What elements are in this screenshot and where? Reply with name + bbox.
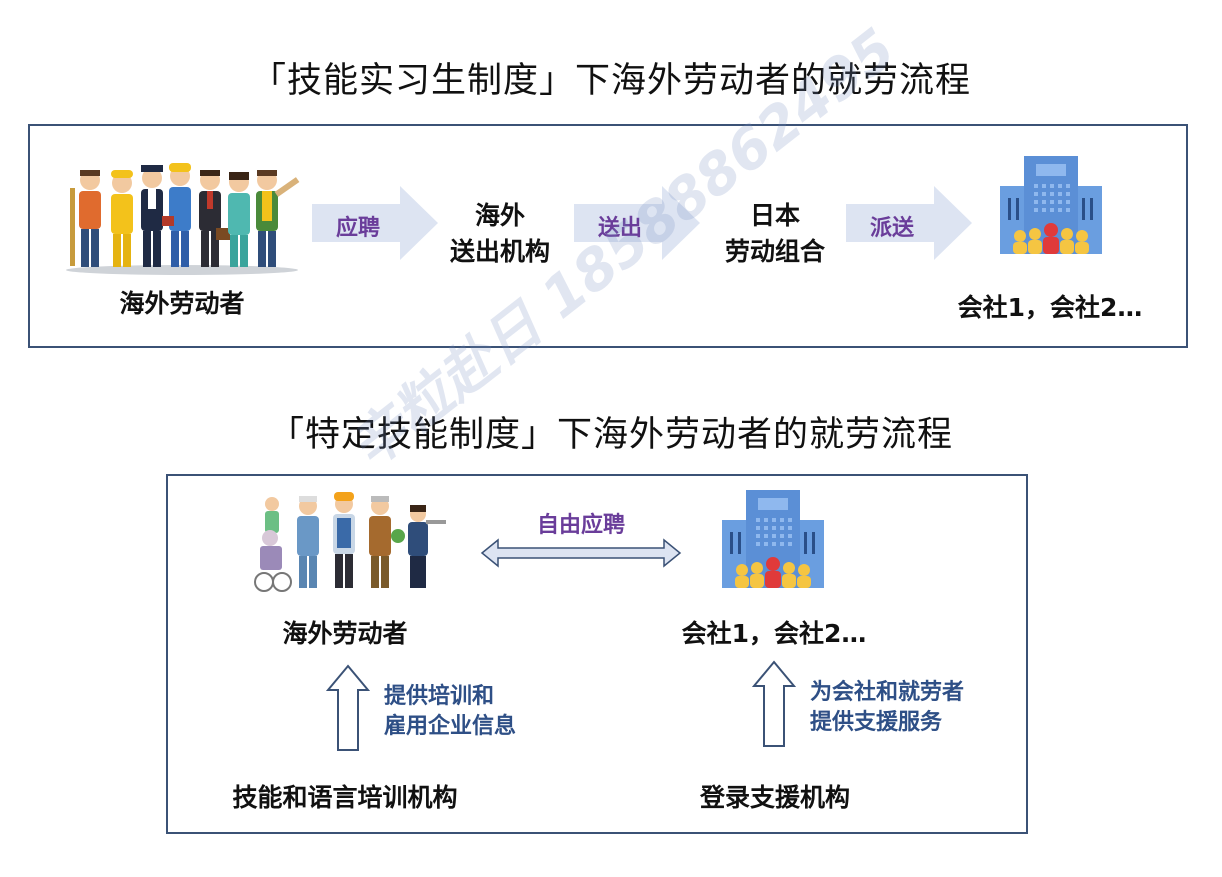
overseas-sending-org-line1: 海外 — [474, 201, 525, 230]
section2-company-label: 会社1，会社2… — [681, 619, 867, 648]
company-building-icon — [1000, 156, 1102, 256]
left-up-arrow — [326, 664, 370, 752]
skills-language-training-org-label: 技能和语言培训机构 — [232, 783, 458, 812]
workers-group-illustration — [62, 158, 302, 276]
left-note-line2: 雇用企业信息 — [384, 714, 517, 739]
free-apply-label: 自由应聘 — [536, 513, 625, 538]
company-building-icon-2 — [722, 490, 824, 590]
section1-workers-label: 海外劳动者 — [119, 289, 245, 318]
apply-arrow-label: 应聘 — [335, 216, 380, 241]
japan-labor-union-line2: 劳动组合 — [724, 237, 825, 266]
dispatch-arrow — [846, 186, 972, 260]
free-apply-double-arrow — [480, 538, 682, 568]
apply-arrow — [312, 186, 438, 260]
registered-support-org-label: 登录支援机构 — [699, 783, 850, 812]
right-up-arrow — [752, 660, 796, 748]
section1-company-label: 会社1，会社2… — [957, 293, 1143, 322]
section2-title: 「特定技能制度」下海外劳动者的就劳流程 — [268, 415, 953, 455]
send-arrow — [574, 186, 700, 260]
right-note-line2: 提供支援服务 — [810, 710, 943, 735]
overseas-sending-org-line2: 送出机构 — [449, 237, 550, 266]
section1-title: 「技能实习生制度」下海外劳动者的就劳流程 — [250, 61, 971, 101]
send-arrow-label: 送出 — [597, 216, 642, 241]
workers-group-illustration-2 — [252, 490, 448, 594]
right-note-line1: 为会社和就劳者 — [810, 680, 965, 705]
left-note-line1: 提供培训和 — [384, 684, 495, 709]
dispatch-arrow-label: 派送 — [869, 216, 914, 241]
section2-workers-label: 海外劳动者 — [282, 619, 408, 648]
japan-labor-union-line1: 日本 — [749, 201, 800, 230]
